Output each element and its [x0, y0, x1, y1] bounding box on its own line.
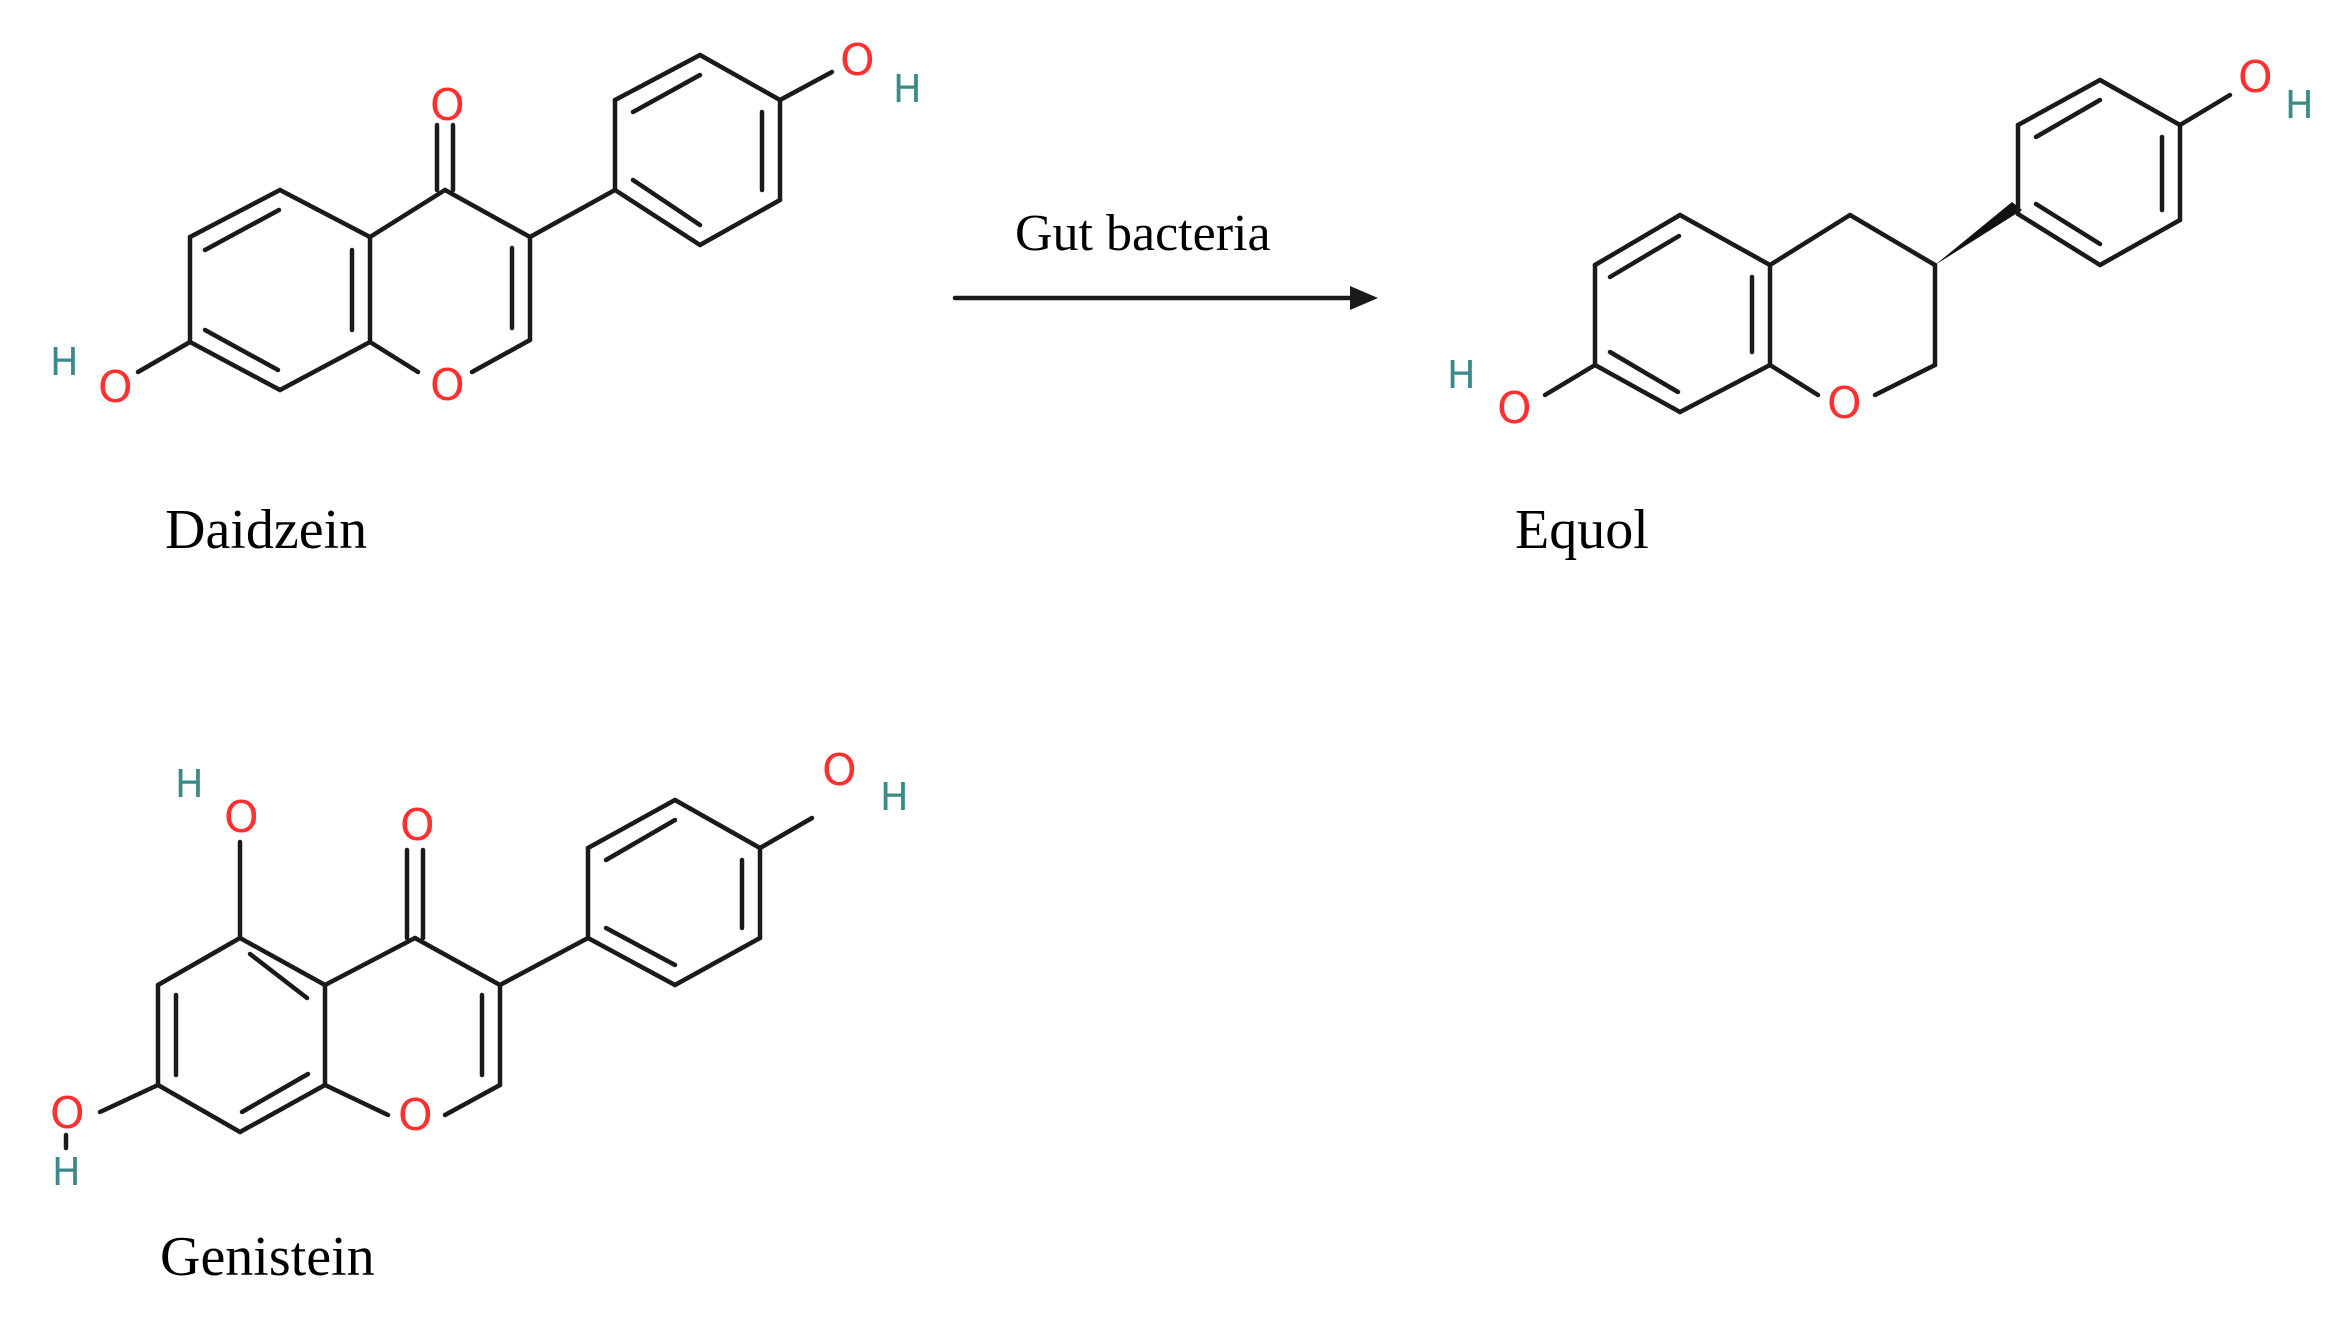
- daidzein-4prime-oxygen: O: [840, 35, 875, 86]
- genistein-ring-oxygen: O: [398, 1090, 433, 1141]
- equol-ring-oxygen: O: [1827, 378, 1862, 429]
- daidzein-label: Daidzein: [165, 499, 367, 561]
- daidzein-4prime-hydrogen: H: [893, 67, 922, 111]
- daidzein-structure: O O O H O H: [50, 35, 922, 413]
- genistein-5-hydrogen: H: [175, 762, 204, 806]
- genistein-carbonyl-oxygen: O: [400, 800, 435, 851]
- equol-4prime-hydrogen: H: [2285, 83, 2314, 127]
- daidzein-carbonyl-oxygen: O: [430, 80, 465, 131]
- equol-7-hydrogen: H: [1447, 353, 1476, 397]
- equol-7-oxygen: O: [1497, 383, 1532, 434]
- genistein-structure: O O O H O H O H: [50, 745, 909, 1194]
- genistein-7-hydrogen: H: [52, 1150, 81, 1194]
- genistein-4prime-oxygen: O: [822, 745, 857, 796]
- equol-4prime-oxygen: O: [2238, 52, 2273, 103]
- reaction-arrow: [952, 286, 1378, 310]
- genistein-5-oxygen: O: [224, 792, 259, 843]
- daidzein-ring-oxygen: O: [430, 360, 465, 411]
- genistein-label: Genistein: [160, 1226, 375, 1288]
- reaction-label: Gut bacteria: [1015, 205, 1271, 262]
- genistein-4prime-hydrogen: H: [880, 775, 909, 819]
- daidzein-7-hydrogen: H: [50, 340, 79, 384]
- equol-label: Equol: [1515, 499, 1649, 561]
- genistein-7-oxygen: O: [50, 1088, 85, 1139]
- daidzein-7-oxygen: O: [98, 362, 133, 413]
- equol-structure: O O H O H: [1447, 52, 2314, 434]
